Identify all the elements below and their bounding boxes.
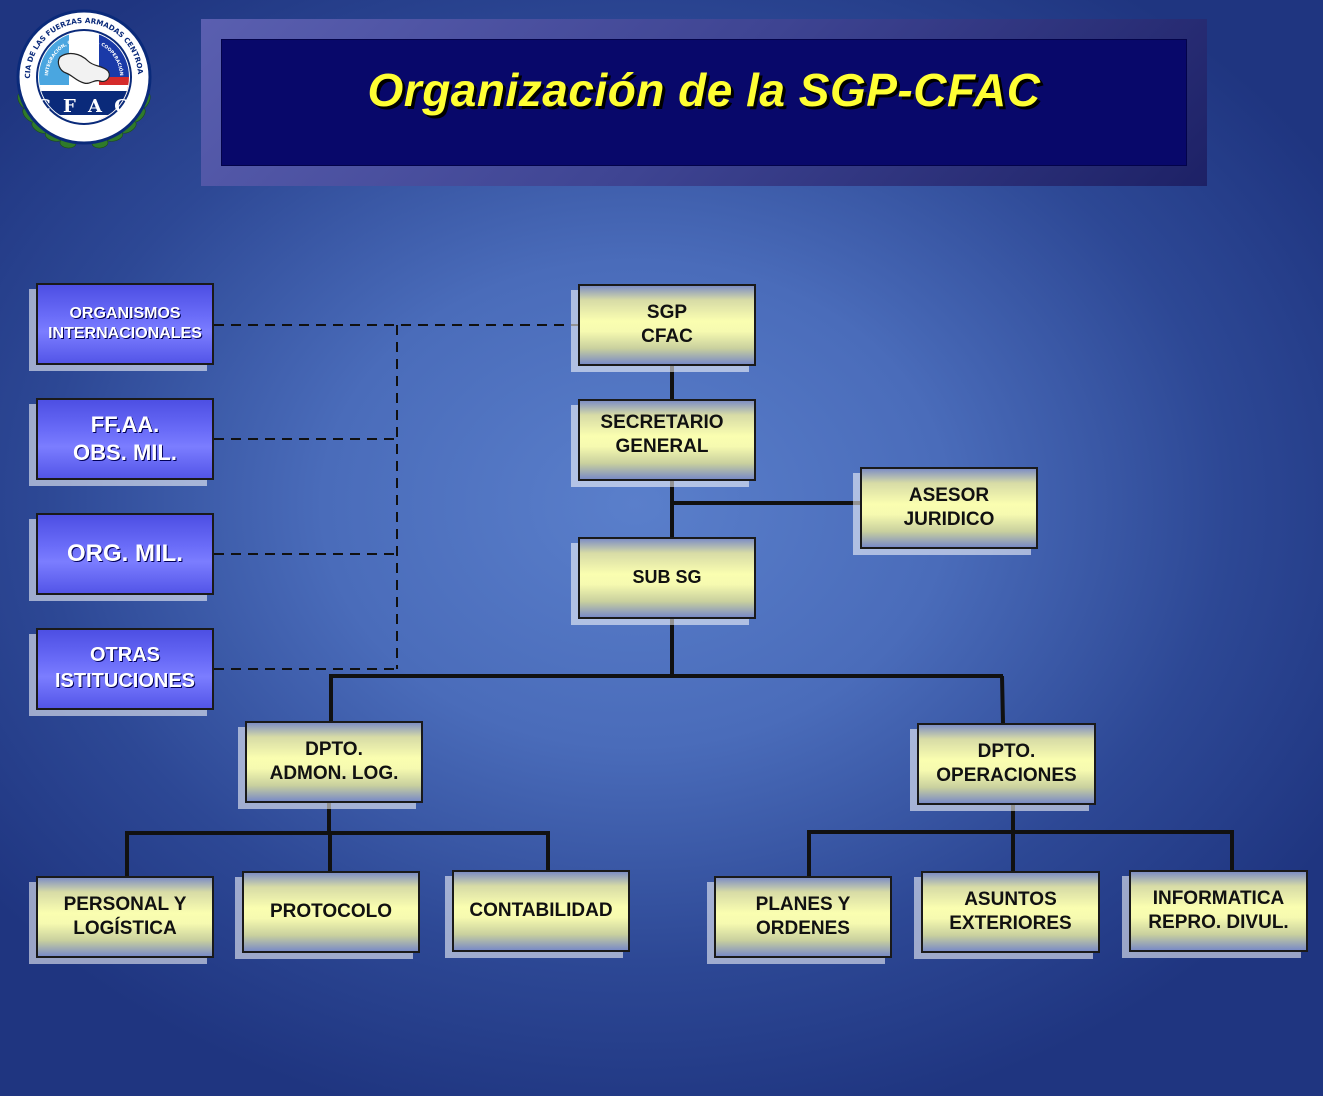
node-organismos-label: ORGANISMOS INTERNACIONALES (48, 304, 202, 342)
logo-letters: C F A C (36, 96, 131, 117)
node-sgp-label: SGP CFAC (641, 301, 693, 347)
node-personal-logistica: PERSONAL Y LOGÍSTICA (36, 876, 214, 958)
cfac-logo: CONFERENCIA DE LAS FUERZAS ARMADAS CENTR… (10, 5, 152, 149)
node-sub-sg: SUB SG (578, 537, 756, 619)
node-informatica: INFORMATICA REPRO. DIVUL. (1129, 870, 1308, 952)
node-sgp-cfac: SGP CFAC (578, 284, 756, 366)
node-operaciones-label: DPTO. OPERACIONES (936, 740, 1077, 786)
node-dpto-operaciones: DPTO. OPERACIONES (917, 723, 1096, 805)
node-contabilidad: CONTABILIDAD (452, 870, 630, 952)
title-banner-inner (221, 39, 1187, 166)
node-asesor-label: ASESOR JURIDICO (903, 484, 995, 530)
node-otras-label: OTRAS ISTITUCIONES (54, 644, 195, 692)
node-otras-instituciones: OTRAS ISTITUCIONES (36, 628, 214, 710)
node-asesor-juridico: ASESOR JURIDICO (860, 467, 1038, 549)
node-orgmil-label: ORG. MIL. (67, 539, 183, 567)
node-protocolo-label: PROTOCOLO (269, 900, 393, 922)
node-admon-label: DPTO. ADMON. LOG. (269, 738, 399, 784)
node-contabilidad-label: CONTABILIDAD (469, 899, 613, 921)
title-banner: Organización de la SGP-CFAC (201, 19, 1207, 186)
node-planes-label: PLANES Y ORDENES (755, 893, 851, 939)
node-org-mil: ORG. MIL. (36, 513, 214, 595)
node-dpto-admon-log: DPTO. ADMON. LOG. (245, 721, 423, 803)
node-informatica-label: INFORMATICA REPRO. DIVUL. (1148, 887, 1289, 933)
page-title: Organización de la SGP-CFAC (367, 64, 1041, 116)
node-organismos-internacionales: ORGANISMOS INTERNACIONALES (36, 283, 214, 365)
node-planes-ordenes: PLANES Y ORDENES (714, 876, 892, 958)
node-protocolo: PROTOCOLO (242, 871, 420, 953)
node-ffaa-obs-mil: FF.AA. OBS. MIL. (36, 398, 214, 480)
node-secretario-general: SECRETARIO GENERAL (578, 399, 756, 481)
node-secretario-label: SECRETARIO GENERAL (600, 411, 724, 457)
node-personal-label: PERSONAL Y LOGÍSTICA (63, 893, 187, 939)
node-asuntos-label: ASUNTOS EXTERIORES (949, 888, 1072, 934)
line-to-operaciones (1000, 675, 1005, 724)
node-ffaa-label: FF.AA. OBS. MIL. (73, 411, 177, 465)
node-subsg-label: SUB SG (632, 567, 702, 588)
node-asuntos-exteriores: ASUNTOS EXTERIORES (921, 871, 1100, 953)
